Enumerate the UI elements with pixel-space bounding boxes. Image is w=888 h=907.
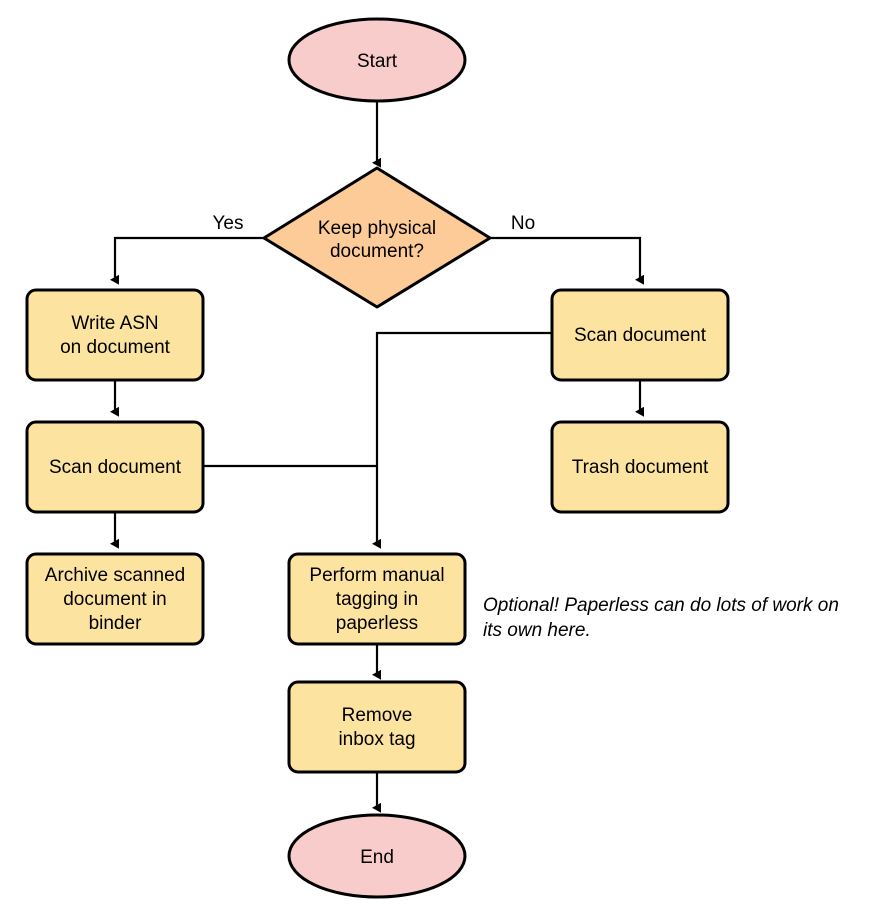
edge-decision-no-to-scan-right <box>490 236 644 285</box>
annotation-line-1: Optional! Paperless can do lots of work … <box>483 595 839 616</box>
write-asn-box[interactable] <box>25 288 205 382</box>
archive-label-line-1: Archive scanned <box>45 565 185 586</box>
annotation-optional-note: Optional! Paperless can do lots of work … <box>483 595 839 641</box>
remove-inbox-tag-box[interactable] <box>287 680 467 774</box>
edge-label-yes: Yes <box>213 213 244 234</box>
archive-scanned-document-box[interactable] <box>25 552 205 646</box>
manual-tagging-label-line-1: Perform manual <box>309 565 444 586</box>
end-ellipse[interactable] <box>287 813 467 899</box>
start-ellipse[interactable] <box>287 17 467 103</box>
annotation-line-2: its own here. <box>483 620 591 641</box>
decision-label-line-1: Keep physical <box>318 218 436 239</box>
node-keep-physical-document[interactable]: Keep physical document? <box>262 166 492 309</box>
edge-scan-right-to-manual-tagging <box>372 331 552 549</box>
perform-manual-tagging-box[interactable] <box>287 552 467 646</box>
write-asn-label-line-2: on document <box>60 337 171 358</box>
scan-document-right-box[interactable] <box>550 288 730 382</box>
start-label: Start <box>357 51 398 72</box>
node-archive-scanned-document[interactable]: Archive scanned document in binder <box>25 552 205 646</box>
archive-label-line-2: document in <box>63 589 167 610</box>
edges <box>110 101 644 813</box>
node-perform-manual-tagging[interactable]: Perform manual tagging in paperless <box>287 552 467 646</box>
scan-document-left-label: Scan document <box>49 457 182 478</box>
trash-document-label: Trash document <box>572 457 709 478</box>
trash-document-box[interactable] <box>550 420 730 514</box>
node-remove-inbox-tag[interactable]: Remove inbox tag <box>287 680 467 774</box>
node-end[interactable]: End <box>287 813 467 899</box>
scan-document-left-box[interactable] <box>25 420 205 514</box>
node-start[interactable]: Start <box>287 17 467 103</box>
remove-inbox-tag-label-line-2: inbox tag <box>338 729 415 750</box>
node-trash-document[interactable]: Trash document <box>550 420 730 514</box>
end-label: End <box>360 847 394 868</box>
edge-label-no: No <box>511 213 535 234</box>
remove-inbox-tag-label-line-1: Remove <box>342 705 413 726</box>
node-scan-document-left[interactable]: Scan document <box>25 420 205 514</box>
edge-labels: Yes No <box>213 213 536 234</box>
scan-document-right-label: Scan document <box>574 325 707 346</box>
decision-diamond[interactable] <box>262 166 492 309</box>
node-scan-document-right[interactable]: Scan document <box>550 288 730 382</box>
decision-label-line-2: document? <box>330 241 424 262</box>
edge-decision-yes-to-write-asn <box>110 236 264 285</box>
manual-tagging-label-line-3: paperless <box>336 613 418 634</box>
archive-label-line-3: binder <box>89 613 142 634</box>
manual-tagging-label-line-2: tagging in <box>336 589 418 610</box>
node-write-asn[interactable]: Write ASN on document <box>25 288 205 382</box>
write-asn-label-line-1: Write ASN <box>71 313 158 334</box>
